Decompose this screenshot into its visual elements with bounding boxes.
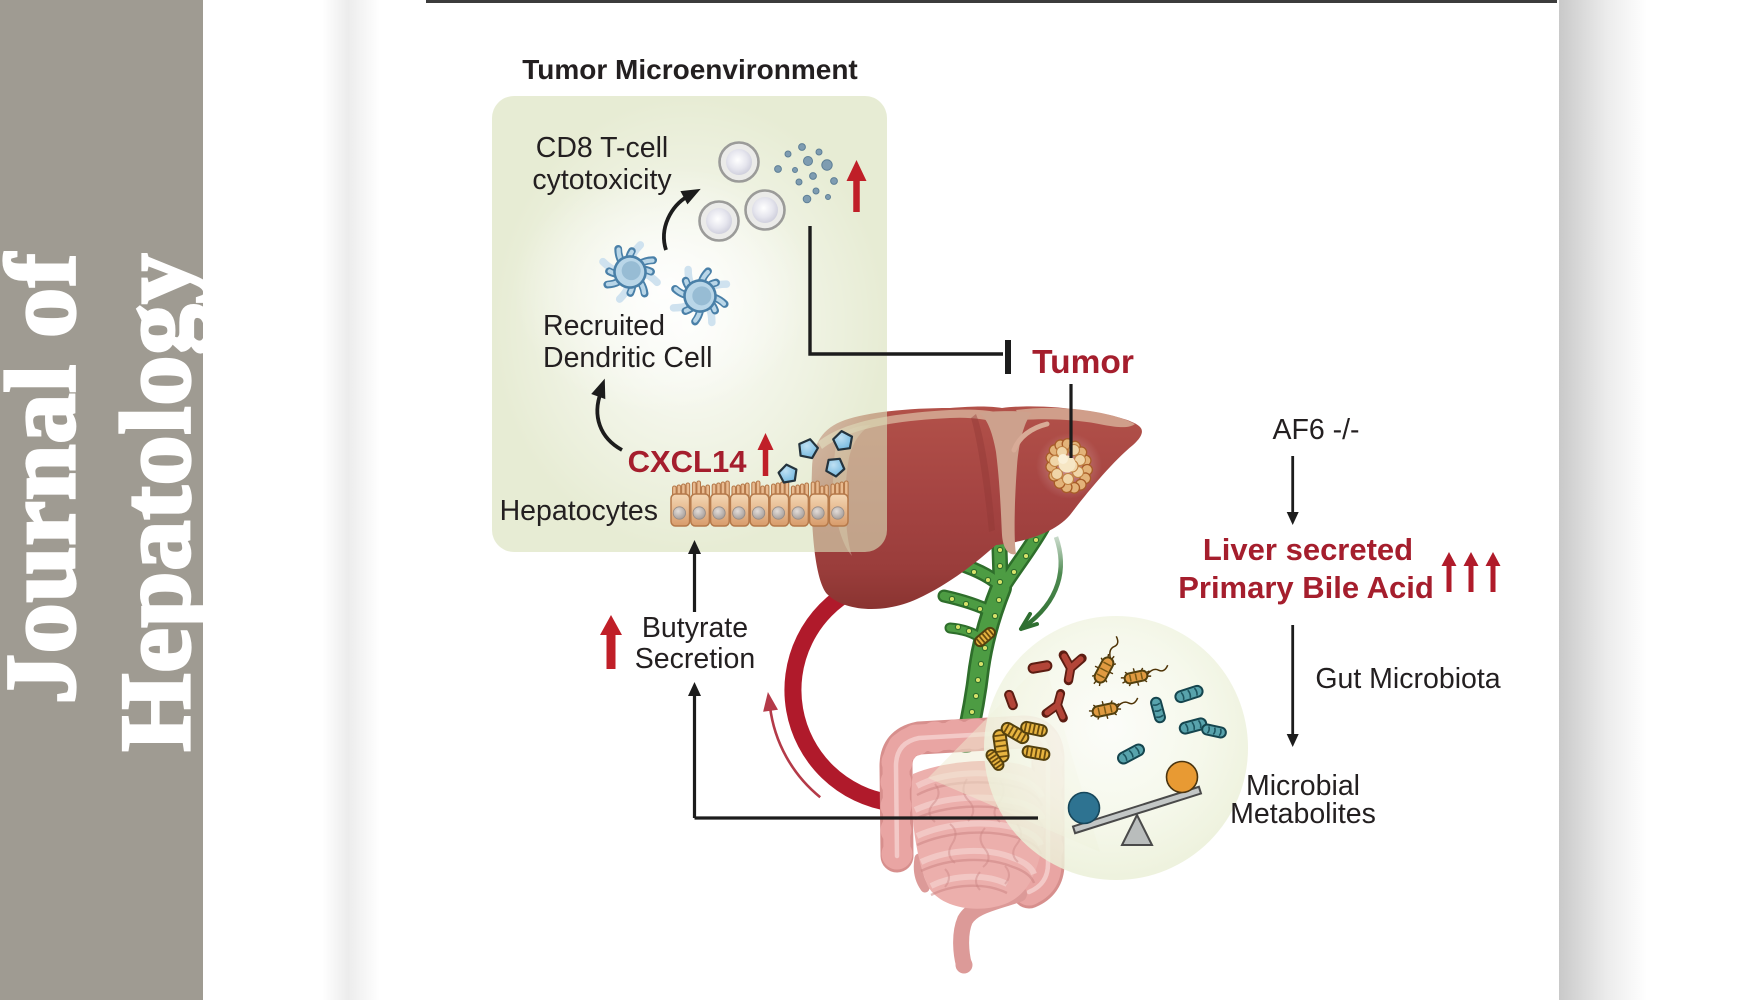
svg-text:Tumor Microenvironment: Tumor Microenvironment [522, 54, 858, 85]
svg-text:Dendritic Cell: Dendritic Cell [543, 342, 712, 374]
svg-text:Hepatocytes: Hepatocytes [500, 495, 658, 527]
svg-text:Metabolites: Metabolites [1230, 798, 1376, 830]
svg-text:Secretion: Secretion [635, 643, 755, 675]
svg-text:Primary Bile Acid: Primary Bile Acid [1178, 570, 1434, 605]
svg-text:Gut Microbiota: Gut Microbiota [1315, 663, 1500, 695]
svg-text:AF6 -/-: AF6 -/- [1272, 414, 1359, 446]
svg-text:Butyrate: Butyrate [642, 612, 748, 644]
svg-text:Recruited: Recruited [543, 310, 665, 342]
svg-text:CXCL14: CXCL14 [628, 444, 748, 479]
svg-text:Liver secreted: Liver secreted [1203, 532, 1413, 567]
svg-text:cytotoxicity: cytotoxicity [532, 164, 672, 196]
svg-text:Microbial: Microbial [1246, 770, 1360, 802]
svg-text:Tumor: Tumor [1032, 344, 1134, 381]
svg-text:CD8 T-cell: CD8 T-cell [536, 132, 669, 164]
